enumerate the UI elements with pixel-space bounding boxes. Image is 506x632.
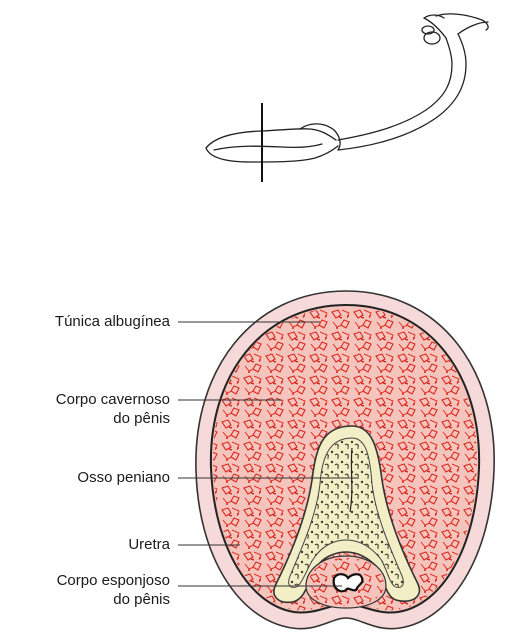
label-osso-peniano: Osso peniano [6, 469, 170, 487]
cross-section [196, 291, 494, 629]
label-uretra: Uretra [6, 536, 170, 554]
organ-outline-drawing [206, 14, 488, 162]
label-corpo-cavernoso-line2: do pênis [6, 410, 170, 428]
label-corpo-esponjoso-line2: do pênis [6, 591, 170, 609]
label-tunica-albuginea: Túnica albugínea [6, 313, 170, 331]
label-corpo-cavernoso: Corpo cavernoso [6, 391, 170, 409]
label-corpo-esponjoso: Corpo esponjoso [6, 572, 170, 590]
